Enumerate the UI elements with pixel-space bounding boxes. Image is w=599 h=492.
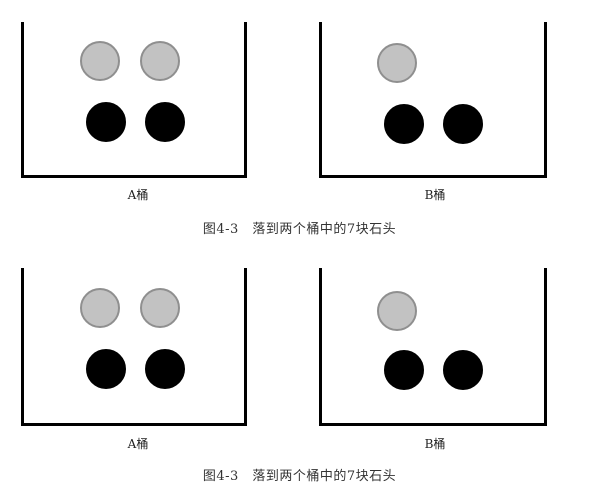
figure-caption: 图4-3 落到两个桶中的7块石头 <box>202 469 397 484</box>
gray-stone <box>80 288 120 328</box>
black-stone <box>86 102 126 142</box>
bucket-b <box>319 268 547 426</box>
black-stone <box>443 104 483 144</box>
bucket-a-label: A桶 <box>127 437 149 451</box>
gray-stone <box>140 41 180 81</box>
black-stone <box>145 349 185 389</box>
bucket-a <box>21 22 247 178</box>
figure-top: A桶 B桶 图4-3 落到两个桶中的7块石头 <box>21 22 547 237</box>
black-stone <box>384 350 424 390</box>
black-stone <box>145 102 185 142</box>
figure-caption: 图4-3 落到两个桶中的7块石头 <box>202 222 397 237</box>
gray-stone <box>140 288 180 328</box>
bucket-b-label: B桶 <box>424 437 446 451</box>
figure-bottom: A桶 B桶 图4-3 落到两个桶中的7块石头 <box>0 246 599 492</box>
gray-stone <box>80 41 120 81</box>
bucket-b-label: B桶 <box>424 188 446 202</box>
gray-stone <box>377 291 417 331</box>
bucket-a-label: A桶 <box>127 188 149 202</box>
black-stone <box>443 350 483 390</box>
bucket-a <box>21 268 247 426</box>
bucket-b <box>319 22 547 178</box>
black-stone <box>86 349 126 389</box>
gray-stone <box>377 43 417 83</box>
black-stone <box>384 104 424 144</box>
